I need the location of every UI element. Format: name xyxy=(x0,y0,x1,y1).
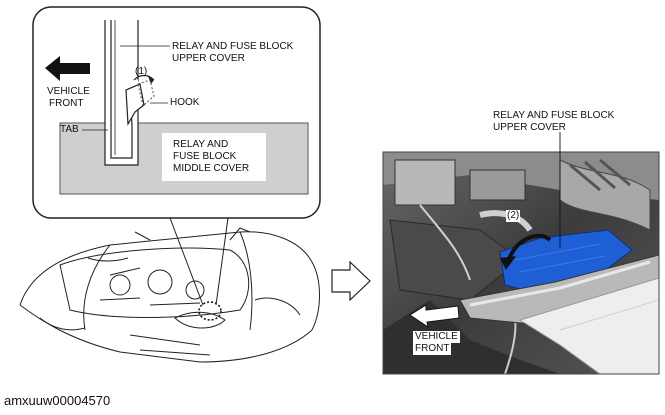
step-1-arrowhead xyxy=(148,76,154,84)
middle-cover-label-line2: FUSE BLOCK xyxy=(173,151,237,162)
photo-upper-cover-label-line1: RELAY AND FUSE BLOCK xyxy=(493,110,615,121)
step-1-label: (1) xyxy=(135,66,148,77)
fuse-block-location-circle xyxy=(198,301,222,321)
photo-vehicle-front-label-line1: VEHICLE xyxy=(413,331,460,343)
hook-label: HOOK xyxy=(170,97,200,108)
inset-callout-lines xyxy=(82,45,170,131)
engine-bay-photo xyxy=(383,152,659,374)
inset-vehicle-front-label-line2: FRONT xyxy=(49,98,84,109)
photo-vehicle-front-label-line2: FRONT xyxy=(413,343,452,355)
photo-upper-cover-label-line2: UPPER COVER xyxy=(493,122,566,133)
inset-vehicle-front-label-line1: VEHICLE xyxy=(47,86,90,97)
transition-arrow-icon xyxy=(331,260,371,302)
tab-label: TAB xyxy=(60,124,79,135)
hook-shape xyxy=(125,83,145,127)
inset-leader-lines xyxy=(169,217,229,306)
middle-cover-label-line1: RELAY AND xyxy=(173,139,229,150)
inset-upper-cover-label-line2: UPPER COVER xyxy=(172,53,245,64)
car-front-drawing xyxy=(19,227,320,363)
step-2-label: (2) xyxy=(506,210,521,222)
step-1-arrow xyxy=(133,74,155,81)
step-2-arrow xyxy=(506,233,552,263)
hook-moved-outline xyxy=(137,79,155,107)
vehicle-front-arrow-photo-icon xyxy=(409,304,460,329)
middle-cover-label-box xyxy=(162,133,266,181)
upper-cover-blue xyxy=(499,229,633,296)
figure-code: amxuuw00004570 xyxy=(4,393,111,408)
photo-panel-frame xyxy=(382,151,660,375)
vehicle-front-arrow-left-icon xyxy=(45,56,90,81)
upper-cover-slot xyxy=(104,20,141,166)
middle-cover-label-line3: MIDDLE COVER xyxy=(173,163,250,174)
inset-upper-cover-label-line1: RELAY AND FUSE BLOCK xyxy=(172,41,294,52)
step-2-arrowhead xyxy=(500,256,516,270)
